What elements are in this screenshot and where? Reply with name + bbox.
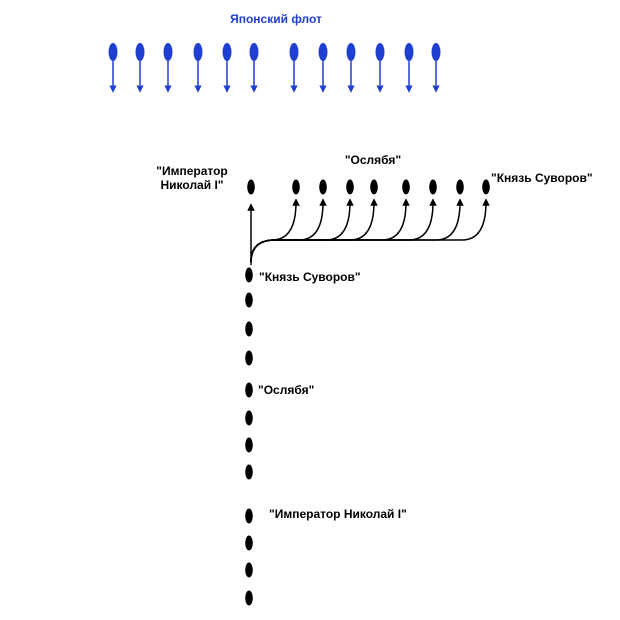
- japanese-ship: [135, 43, 145, 93]
- japanese-ship-hull: [193, 43, 203, 61]
- russian-ship: [245, 410, 253, 426]
- japanese-ship-hull: [222, 43, 232, 61]
- russian-ship-turned: [456, 179, 464, 195]
- russian-ship-turned: [292, 179, 300, 195]
- russian-ship-turned: [346, 179, 354, 195]
- russian-ship-turned: [370, 179, 378, 195]
- turn-arrow-curve: [250, 198, 464, 263]
- japanese-fleet: [108, 43, 441, 93]
- russian-ship: [245, 382, 253, 398]
- turn-arrow-curve: [250, 198, 327, 263]
- turn-arrow-curve: [250, 198, 378, 263]
- russian-ship-turned: [247, 179, 255, 195]
- japanese-ship: [375, 43, 385, 93]
- russian-fleet-column: [245, 267, 253, 606]
- russian-ship: [245, 535, 253, 551]
- russian-ship: [245, 292, 253, 308]
- japanese-fleet-title: Японский флот: [230, 12, 322, 26]
- russian-fleet-turned-row: [247, 179, 490, 195]
- japanese-ship-hull: [431, 43, 441, 61]
- russian-ship: [245, 562, 253, 578]
- turn-arrow-curve: [250, 198, 410, 263]
- japanese-ship: [222, 43, 232, 93]
- turn-arrow-curve: [250, 198, 490, 263]
- russian-ship: [245, 350, 253, 366]
- japanese-ship: [404, 43, 414, 93]
- russian-ship: [245, 590, 253, 606]
- label-oslyabya-top: "Ослябя": [345, 153, 401, 167]
- japanese-ship: [318, 43, 328, 93]
- label-imperator-top-line2: Николай I": [161, 178, 224, 192]
- japanese-ship-hull: [318, 43, 328, 61]
- russian-ship: [245, 321, 253, 337]
- japanese-ship-hull: [135, 43, 145, 61]
- russian-ship: [245, 508, 253, 524]
- turn-arrow-curve: [250, 198, 300, 263]
- japanese-ship-hull: [404, 43, 414, 61]
- turn-paths: [247, 198, 490, 265]
- japanese-ship: [108, 43, 118, 93]
- japanese-ship-hull: [108, 43, 118, 61]
- japanese-ship: [193, 43, 203, 93]
- japanese-ship-hull: [375, 43, 385, 61]
- japanese-ship: [163, 43, 173, 93]
- russian-ship: [245, 437, 253, 453]
- label-oslyabya-column: "Ослябя": [258, 383, 314, 397]
- russian-ship: [245, 267, 253, 283]
- russian-ship-turned: [429, 179, 437, 195]
- russian-ship-turned: [319, 179, 327, 195]
- label-imperator-column: "Император Николай I": [269, 507, 407, 521]
- label-suvorov-top: "Князь Суворов": [491, 171, 593, 185]
- japanese-ship-hull: [346, 43, 356, 61]
- japanese-ship: [346, 43, 356, 93]
- russian-ship: [245, 464, 253, 480]
- russian-ship-turned: [402, 179, 410, 195]
- russian-ship-turned: [482, 179, 490, 195]
- japanese-ship: [289, 43, 299, 93]
- japanese-ship-hull: [249, 43, 259, 61]
- japanese-ship: [431, 43, 441, 93]
- japanese-ship-hull: [289, 43, 299, 61]
- turn-arrow-curve: [250, 198, 354, 263]
- label-imperator-top-line1: "Император: [156, 164, 228, 178]
- japanese-ship-hull: [163, 43, 173, 61]
- japanese-ship: [249, 43, 259, 93]
- label-suvorov-column: "Князь Суворов": [259, 270, 361, 284]
